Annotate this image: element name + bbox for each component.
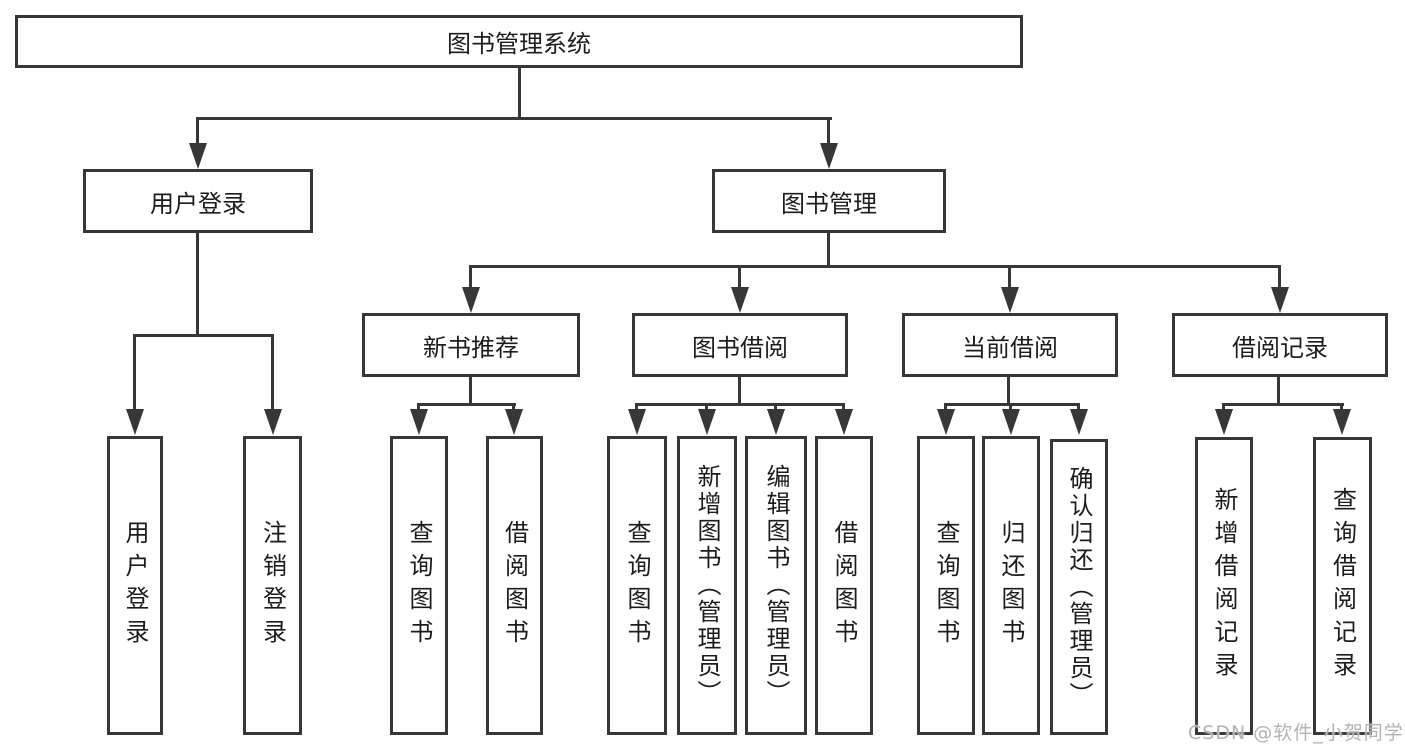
connector-line [1222,403,1225,411]
leaf-borrow-query-book: 查询图书 [607,436,667,735]
leaf-records-query-record: 查询借阅记录 [1313,437,1372,735]
arrow-down-icon [264,409,282,435]
leaf-borrow-borrow-book: 借阅图书 [815,436,873,735]
node-book-management: 图书管理 [712,169,946,233]
node-book-borrowing: 图书借阅 [632,313,848,377]
node-current-borrowing: 当前借阅 [902,313,1118,377]
arrow-down-icon [628,409,646,435]
connector-line [738,377,741,406]
arrow-down-icon [410,409,428,435]
node-label: 查询借阅记录 [1328,487,1357,685]
arrow-down-icon [835,409,853,435]
arrow-down-icon [1070,409,1088,435]
leaf-borrow-add-book-admin: 新增图书（管理员） [677,436,737,735]
node-label: 借阅记录 [1232,333,1328,362]
arrow-down-icon [1001,287,1019,313]
node-label: 借阅图书 [830,519,858,652]
connector-line [827,233,830,268]
connector-line [705,403,708,411]
leaf-recommend-borrow-book: 借阅图书 [486,436,543,735]
node-label: 图书管理 [781,189,877,218]
leaf-current-confirm-return-admin: 确认归还（管理员） [1050,439,1108,735]
node-label: 当前借阅 [962,333,1058,362]
node-label: 图书管理系统 [447,30,591,58]
connector-line [518,68,521,117]
connector-line [271,334,274,409]
node-label: 新增借阅记录 [1210,487,1238,685]
arrow-down-icon [462,287,480,313]
connector-line [774,403,777,411]
node-label: 用户登录 [150,189,246,218]
node-label: 用户登录 [121,519,149,652]
node-root-library-management-system: 图书管理系统 [15,15,1023,68]
csdn-watermark: CSDN @软件_小贺同学 [1188,722,1404,744]
leaf-records-add-record: 新增借阅记录 [1195,437,1253,735]
connector-line [1008,265,1011,287]
connector-line [469,265,472,287]
arrow-down-icon [1271,287,1289,313]
connector-line [738,265,741,287]
leaf-current-query-book: 查询图书 [917,436,975,735]
connector-line [1278,265,1281,287]
arrow-down-icon [731,287,749,313]
node-label: 新增图书（管理员） [693,464,721,707]
connector-line [1077,403,1080,411]
connector-line [827,117,830,143]
connector-line [1222,403,1344,406]
node-label: 归还图书 [997,519,1025,652]
leaf-user-login: 用户登录 [107,436,163,735]
node-label: 新书推荐 [423,333,519,362]
connector-line [417,403,420,411]
connector-line [417,403,516,406]
connector-line [635,403,638,411]
connector-line [635,403,845,406]
node-label: 查询图书 [623,519,651,652]
connector-line [842,403,845,411]
leaf-current-return-book: 归还图书 [982,436,1040,735]
connector-line [944,403,1080,406]
arrow-down-icon [698,409,716,435]
connector-line [133,334,136,409]
arrow-down-icon [1215,409,1233,435]
node-borrowing-records: 借阅记录 [1172,313,1388,377]
connector-line [1340,403,1343,411]
arrow-down-icon [189,143,207,169]
arrow-down-icon [126,409,144,435]
connector-line [1277,377,1280,406]
arrow-down-icon [1333,409,1351,435]
connector-line [469,377,472,406]
node-label: 编辑图书（管理员） [762,464,790,707]
node-user-login: 用户登录 [83,169,313,233]
connector-line [1007,377,1010,406]
node-new-book-recommend: 新书推荐 [362,313,580,377]
arrow-down-icon [937,409,955,435]
connector-line [944,403,947,411]
connector-line [196,117,199,143]
connector-line [196,233,199,334]
node-label: 确认归还（管理员） [1065,465,1093,709]
arrow-down-icon [820,143,838,169]
connector-line [469,265,1281,268]
arrow-down-icon [505,409,523,435]
arrow-down-icon [1002,409,1020,435]
connector-line [196,117,832,120]
connector-line [133,334,274,337]
connector-line [1009,403,1012,411]
node-label: 图书借阅 [692,333,788,362]
arrow-down-icon [767,409,785,435]
node-label: 查询图书 [405,519,433,652]
node-label: 借阅图书 [500,519,529,652]
node-label: 注销登录 [258,519,287,652]
node-label: 查询图书 [932,519,960,652]
leaf-recommend-query-book: 查询图书 [390,436,448,735]
leaf-logout: 注销登录 [243,436,302,735]
leaf-borrow-edit-book-admin: 编辑图书（管理员） [745,436,807,735]
connector-line [512,403,515,411]
